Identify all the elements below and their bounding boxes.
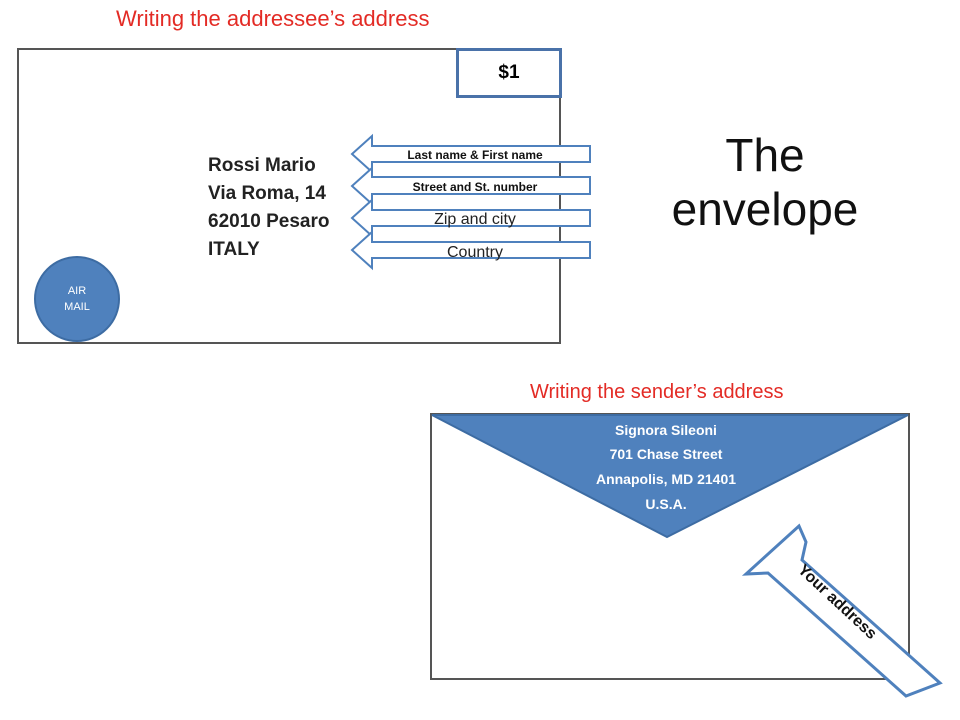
- title-line-2: envelope: [671, 183, 859, 235]
- label-arrow-street: Street and St. number: [350, 165, 591, 207]
- label-arrow-name: Last name & First name: [350, 133, 591, 175]
- address-name: Rossi Mario: [208, 155, 316, 176]
- label-arrows: Last name & First name Street and St. nu…: [350, 133, 591, 271]
- label-street: Street and St. number: [413, 180, 538, 194]
- postage-stamp: $1: [456, 48, 562, 98]
- airmail-line1: AIR: [67, 284, 87, 297]
- sender-heading: Writing the sender’s address: [530, 381, 784, 403]
- label-name: Last name & First name: [407, 148, 543, 162]
- your-address-arrow: Your address: [741, 523, 943, 698]
- airmail-badge: AIR MAIL: [34, 256, 120, 342]
- sender-country: U.S.A.: [645, 496, 687, 512]
- label-arrow-country: Country: [350, 229, 591, 271]
- stamp-value: $1: [498, 62, 520, 83]
- addressee-heading: Writing the addressee’s address: [116, 6, 430, 31]
- address-country: ITALY: [208, 239, 260, 260]
- address-zip-city: 62010 Pesaro: [208, 211, 330, 232]
- sender-street: 701 Chase Street: [609, 446, 723, 462]
- label-zip: Zip and city: [434, 211, 516, 228]
- sender-name: Signora Sileoni: [615, 422, 717, 438]
- envelope-flap: [431, 414, 909, 539]
- page-title: The envelope: [640, 128, 890, 236]
- title-line-1: The: [725, 129, 805, 181]
- label-arrow-zip: Zip and city: [350, 197, 591, 239]
- address-street: Via Roma, 14: [208, 183, 326, 204]
- sender-city: Annapolis, MD 21401: [595, 471, 737, 487]
- label-country: Country: [447, 244, 503, 261]
- airmail-line2: MAIL: [64, 301, 90, 313]
